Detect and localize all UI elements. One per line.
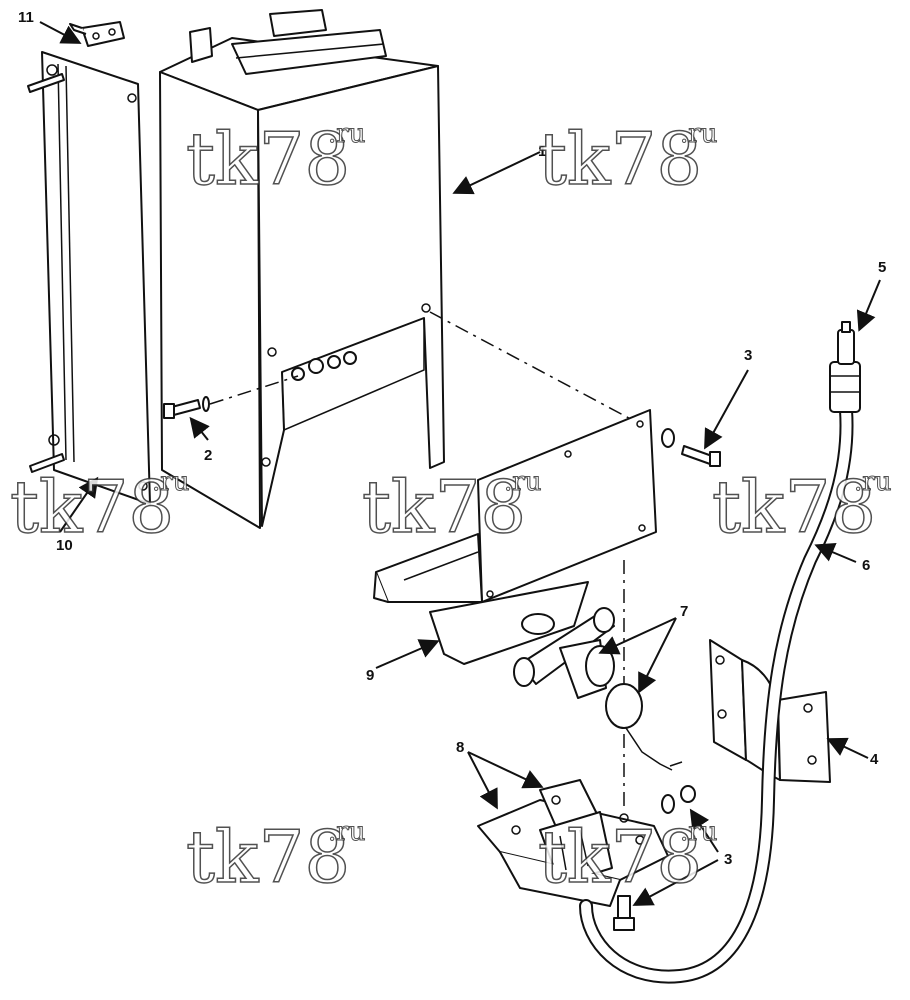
watermark-suffix: .ru <box>854 467 891 497</box>
watermark-suffix: .ru <box>680 119 717 149</box>
cable-assembly-6 <box>579 361 861 984</box>
watermark-text: tk78 <box>186 815 350 899</box>
callout-1: 1 <box>538 143 546 160</box>
callout-3-upper: 3 <box>744 347 752 364</box>
screw-3-upper <box>661 428 721 467</box>
watermark-text: tk78 <box>712 465 876 549</box>
watermark: tk78 .ru tk78 .ru tk78 .ru tk78 .ru tk78… <box>9 116 892 900</box>
watermark-text: tk78 <box>362 465 526 549</box>
watermark-suffix: .ru <box>504 467 541 497</box>
watermark-text: tk78 <box>538 815 702 899</box>
watermark-text: tk78 <box>538 117 702 201</box>
callout-11: 11 <box>18 9 34 26</box>
clamp-bracket-8 <box>477 779 669 907</box>
connector-5 <box>837 321 855 365</box>
callout-7: 7 <box>680 603 688 620</box>
watermark-suffix: .ru <box>328 817 365 847</box>
callout-4: 4 <box>870 751 879 768</box>
callout-8: 8 <box>456 739 464 756</box>
cover-panel-10 <box>27 51 151 505</box>
mounting-bracket-9 <box>373 409 657 665</box>
watermark-suffix: .ru <box>680 817 717 847</box>
bracket-11 <box>69 21 125 47</box>
watermark-text: tk78 <box>186 117 350 201</box>
housing-1 <box>159 9 445 529</box>
screw-2 <box>163 396 210 419</box>
callout-10: 10 <box>56 537 73 554</box>
callout-9: 9 <box>366 667 374 684</box>
callout-5: 5 <box>878 259 886 276</box>
watermark-suffix: .ru <box>328 119 365 149</box>
watermark-suffix: .ru <box>152 467 189 497</box>
hardware-3-lower <box>613 785 696 931</box>
connector-7 <box>513 607 683 771</box>
callout-6: 6 <box>862 557 870 574</box>
callout-3-lower: 3 <box>724 851 732 868</box>
callout-2: 2 <box>204 447 212 464</box>
watermark-text: tk78 <box>10 465 174 549</box>
